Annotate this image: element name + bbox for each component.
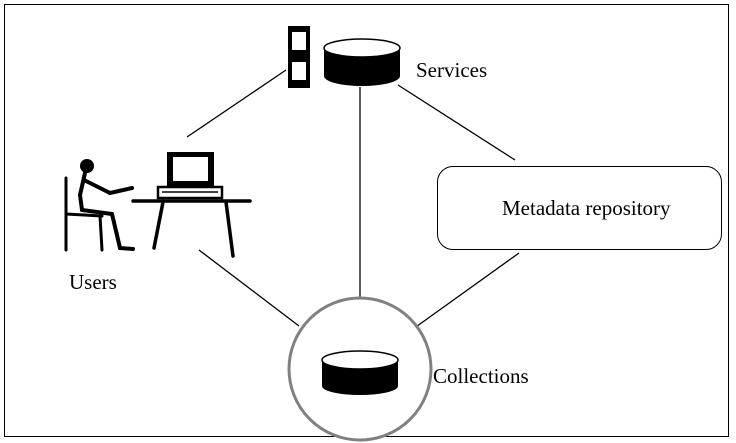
database-cylinder-icon [321,350,399,395]
users-label: Users [69,270,117,294]
edge-users-services [186,69,287,138]
server-tower-icon [288,26,310,88]
database-cylinder-icon [323,38,401,86]
metadata-repository-node [437,166,722,250]
services-label: Services [416,58,488,82]
computer-icon [156,152,224,200]
metadata-repository-label: Metadata repository [502,196,671,220]
collections-label: Collections [433,364,529,388]
edge-metadata-collections [412,252,520,330]
edge-services-metadata [397,84,516,161]
edge-users-collections [198,249,300,327]
person-seated-icon [64,159,135,252]
desk-icon [131,199,252,258]
